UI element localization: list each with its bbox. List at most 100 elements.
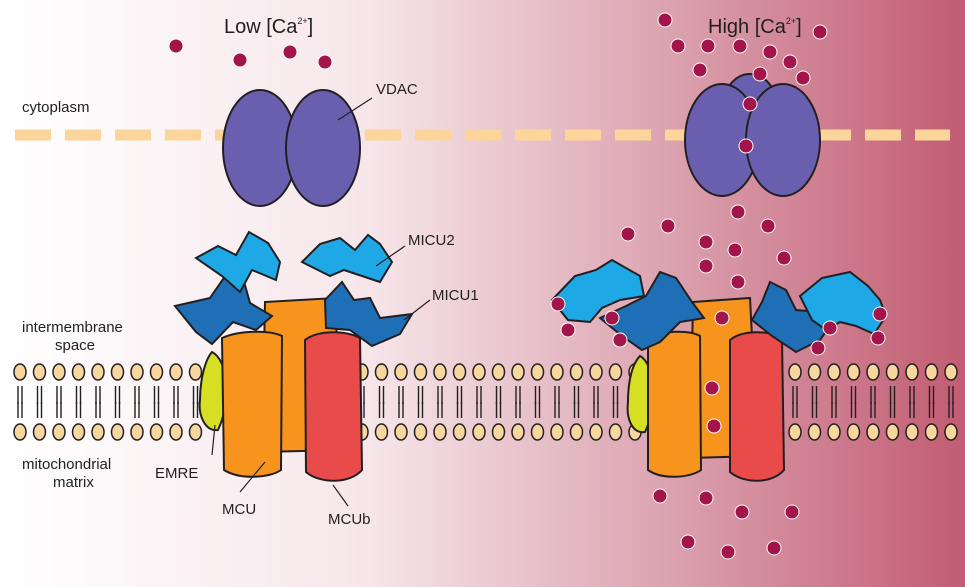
calcium-ion <box>706 418 722 434</box>
low-calcium-title: Low [Ca2+] <box>224 16 313 38</box>
mcu-subunit-right <box>647 330 703 478</box>
lipid-head <box>846 363 861 381</box>
micu1-left-a <box>173 270 274 346</box>
lipid-head <box>530 423 545 441</box>
lipid-head <box>374 423 389 441</box>
calcium-ion <box>870 330 886 346</box>
mcub-subunit-left <box>303 331 364 482</box>
lipid-head <box>924 423 939 441</box>
lipid-head <box>149 363 164 381</box>
calcium-ion <box>560 322 576 338</box>
calcium-ion <box>698 490 714 506</box>
lipid-head <box>905 423 919 441</box>
calcium-ion <box>680 534 696 550</box>
lipid-head <box>827 423 841 441</box>
calcium-ion <box>727 242 743 258</box>
lipid-head <box>608 423 623 441</box>
calcium-ion <box>784 504 800 520</box>
calcium-ion <box>760 218 776 234</box>
mcu-complex-right <box>550 258 888 482</box>
lipid-head <box>905 363 919 381</box>
lipid-head <box>188 423 203 441</box>
calcium-ion <box>550 296 566 312</box>
lipid-head <box>413 363 428 381</box>
lipid-head <box>472 363 486 381</box>
lipid-head <box>374 363 389 381</box>
calcium-ion <box>714 310 730 326</box>
lipid-head <box>188 363 203 381</box>
lipid-head <box>149 423 164 441</box>
calcium-ion <box>670 38 686 54</box>
intermembrane-label-line1: intermembrane <box>22 319 123 336</box>
lipid-head <box>169 363 183 381</box>
lipid-head <box>413 423 428 441</box>
calcium-ion <box>317 54 333 70</box>
emre-label: EMRE <box>155 465 198 482</box>
matrix-label-line1: mitochondrial <box>22 456 111 473</box>
calcium-ion <box>692 62 708 78</box>
calcium-ion <box>698 234 714 250</box>
calcium-ion <box>776 250 792 266</box>
lipid-head <box>13 423 27 441</box>
lipid-head <box>807 423 822 441</box>
lipid-head <box>866 363 880 381</box>
micu1-label: MICU1 <box>432 287 479 304</box>
lipid-head <box>32 423 47 441</box>
lipid-head <box>32 363 47 381</box>
micu1-left-b <box>598 270 706 352</box>
lipid-head <box>788 423 802 441</box>
calcium-ion <box>752 66 768 82</box>
calcium-ion <box>620 226 636 242</box>
lipid-head <box>491 423 506 441</box>
lipid-head <box>885 423 900 441</box>
calcium-ion <box>822 320 838 336</box>
lipid-head <box>433 423 447 441</box>
calcium-ion <box>782 54 798 70</box>
calcium-ion <box>232 52 248 68</box>
calcium-ion <box>704 380 720 396</box>
calcium-ion <box>657 12 673 28</box>
calcium-ion <box>795 70 811 86</box>
lipid-head <box>788 363 802 381</box>
lipid-head <box>589 423 603 441</box>
lipid-head <box>91 363 105 381</box>
intermembrane-label-line2: space <box>55 337 95 354</box>
lipid-head <box>924 363 939 381</box>
mcub-subunit-right <box>729 331 786 482</box>
lipid-head <box>130 363 144 381</box>
micu2-right-a <box>300 233 394 284</box>
calcium-ion <box>612 332 628 348</box>
calcium-ion <box>732 38 748 54</box>
lipid-head <box>491 363 506 381</box>
mcu-complex-left <box>173 230 414 482</box>
calcium-ion <box>282 44 298 60</box>
lipid-head <box>511 363 525 381</box>
calcium-ion <box>604 310 620 326</box>
calcium-ion <box>698 258 714 274</box>
lipid-head <box>13 363 27 381</box>
calcium-ion <box>812 24 828 40</box>
lipid-head <box>110 363 125 381</box>
mcub-label: MCUb <box>328 511 371 528</box>
calcium-ion <box>762 44 778 60</box>
calcium-ion <box>734 504 750 520</box>
calcium-ion <box>652 488 668 504</box>
calcium-ion <box>738 138 754 154</box>
lipid-head <box>71 363 86 381</box>
lipid-head <box>511 423 525 441</box>
lipid-head <box>885 363 900 381</box>
lipid-head <box>71 423 86 441</box>
micu2-left-a <box>194 230 282 294</box>
matrix-label-line2: matrix <box>53 474 94 491</box>
lipid-head <box>452 423 467 441</box>
leader-lines <box>211 97 431 507</box>
calcium-ions <box>168 12 888 560</box>
vdac-channel-left <box>222 89 361 207</box>
lipid-head <box>52 363 66 381</box>
calcium-ion <box>168 38 184 54</box>
high-calcium-title: High [Ca2+] <box>708 16 802 38</box>
calcium-ion <box>872 306 888 322</box>
lipid-head <box>130 423 144 441</box>
